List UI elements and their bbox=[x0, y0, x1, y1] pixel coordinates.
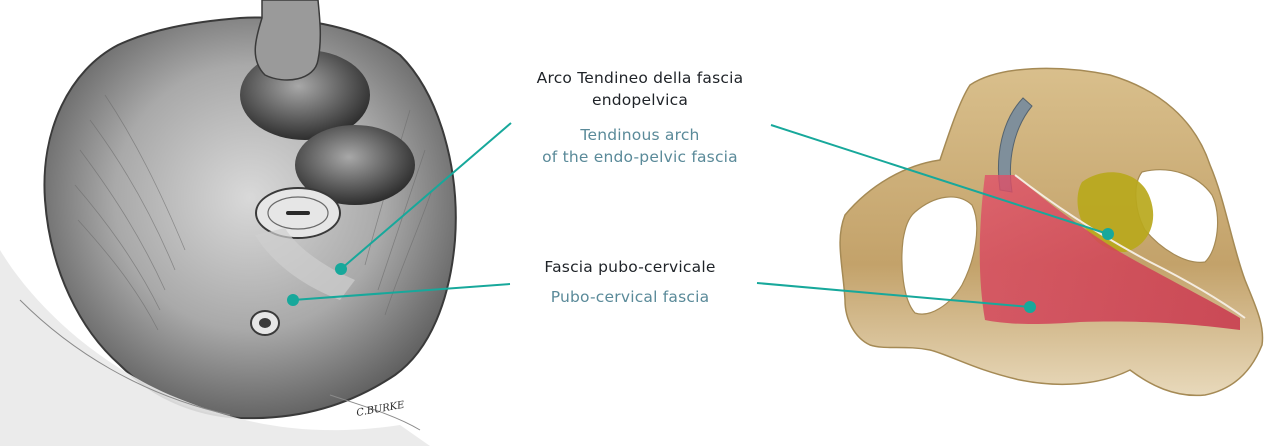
leader-arch-left bbox=[340, 122, 512, 270]
artist-signature: C.BURKE bbox=[356, 400, 406, 419]
fascia-label-group: Fascia pubo-cervicale Pubo-cervical fasc… bbox=[470, 256, 790, 308]
pelvis-3d-illustration bbox=[839, 67, 1264, 397]
marker-fascia-right bbox=[1024, 301, 1036, 313]
arch-label-italian-line2: endopelvica bbox=[591, 91, 689, 109]
fascia-label-english: Pubo-cervical fascia bbox=[550, 288, 710, 306]
marker-arch-right bbox=[1102, 228, 1114, 240]
arch-label-english-line1: Tendinous arch bbox=[580, 126, 700, 144]
leader-fascia-left bbox=[292, 283, 511, 301]
arch-label-english-line2: of the endo-pelvic fascia bbox=[542, 148, 738, 166]
svg-text:C.BURKE: C.BURKE bbox=[356, 400, 406, 419]
fascia-label-italian: Fascia pubo-cervicale bbox=[544, 258, 716, 276]
marker-arch-left bbox=[335, 263, 347, 275]
pelvic-floor-illustration: C.BURKE bbox=[0, 0, 457, 446]
leader-lines bbox=[287, 122, 1114, 313]
leader-arch-right bbox=[770, 124, 1109, 235]
leader-fascia-right bbox=[756, 282, 1031, 308]
arch-label-italian-line1: Arco Tendineo della fascia bbox=[536, 69, 744, 87]
arch-label-group: Arco Tendineo della fascia endopelvica T… bbox=[470, 67, 810, 168]
marker-fascia-left bbox=[287, 294, 299, 306]
